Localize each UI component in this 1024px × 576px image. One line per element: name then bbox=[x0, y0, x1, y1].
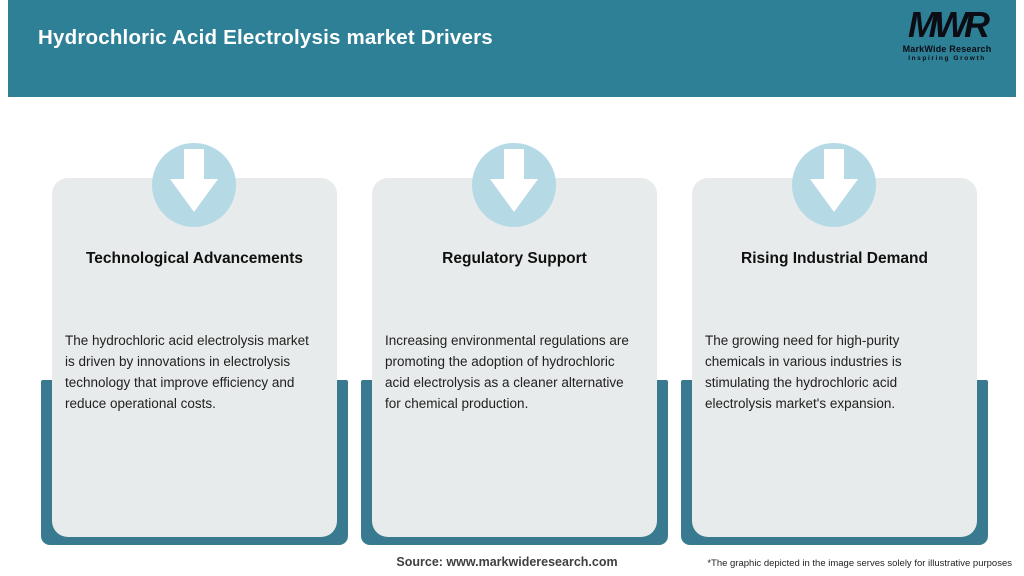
down-arrow-icon bbox=[472, 143, 556, 227]
card-body: Increasing environmental regulations are… bbox=[385, 333, 629, 411]
header: Hydrochloric Acid Electrolysis market Dr… bbox=[8, 0, 1016, 97]
card-body: The hydrochloric acid electrolysis marke… bbox=[65, 333, 309, 411]
logo: MWR MarkWide Research Inspiring Growth bbox=[892, 6, 1002, 63]
logo-monogram: MWR bbox=[908, 4, 990, 45]
driver-card-group-2: Regulatory Support Increasing environmen… bbox=[361, 143, 668, 545]
card-title: Regulatory Support bbox=[442, 250, 587, 267]
logo-name: MarkWide Research bbox=[902, 44, 992, 54]
logo-tagline: Inspiring Growth bbox=[908, 55, 986, 62]
card-title: Technological Advancements bbox=[85, 250, 304, 267]
down-arrow-icon bbox=[152, 143, 236, 227]
card-title: Rising Industrial Demand bbox=[741, 250, 928, 267]
down-arrow-icon bbox=[792, 143, 876, 227]
driver-card: Technological Advancements The hydrochlo… bbox=[52, 178, 337, 537]
driver-card-group-3: Rising Industrial Demand The growing nee… bbox=[681, 143, 988, 545]
page-title: Hydrochloric Acid Electrolysis market Dr… bbox=[38, 26, 493, 49]
disclaimer-text: *The graphic depicted in the image serve… bbox=[707, 558, 1012, 569]
driver-card: Regulatory Support Increasing environmen… bbox=[372, 178, 657, 537]
source-text: Source: www.markwideresearch.com bbox=[396, 555, 618, 569]
driver-card: Rising Industrial Demand The growing nee… bbox=[692, 178, 977, 537]
card-body: The growing need for high-purity chemica… bbox=[705, 333, 902, 411]
driver-card-group-1: Technological Advancements The hydrochlo… bbox=[41, 143, 348, 545]
